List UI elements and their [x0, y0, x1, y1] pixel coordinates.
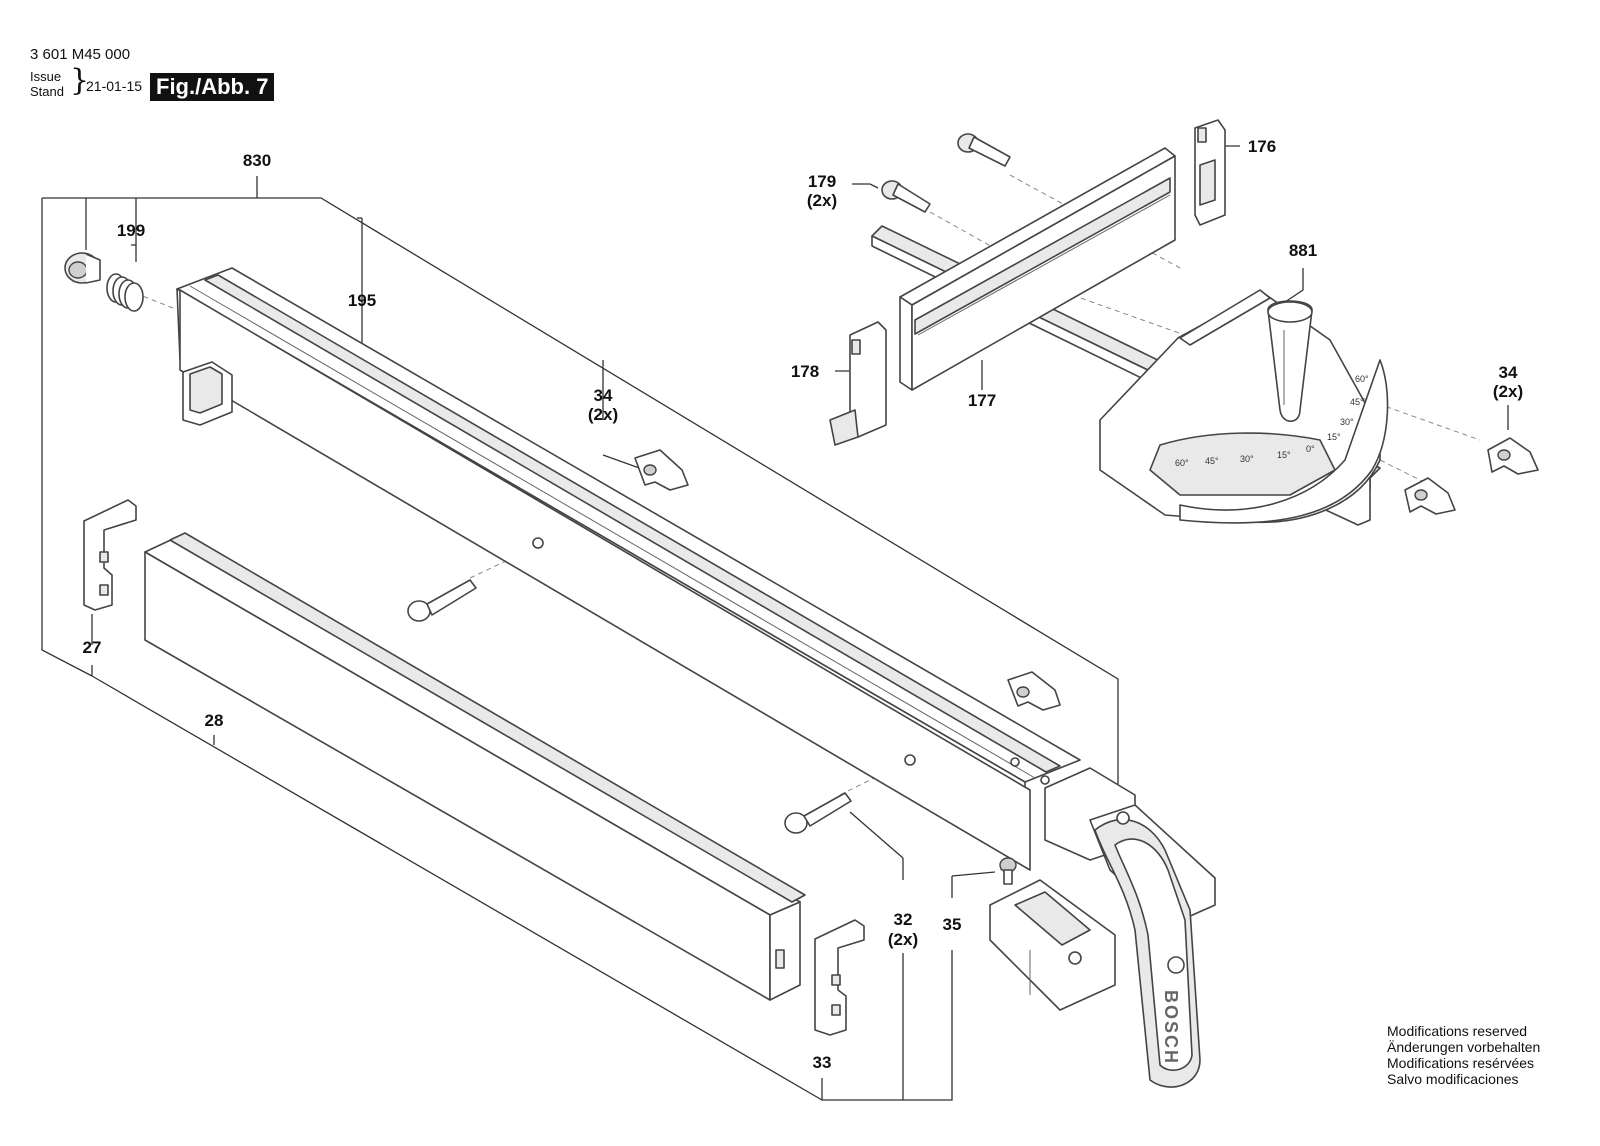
- wing-nut-right-lower-part: [1404, 477, 1456, 515]
- callout-33: 33: [813, 1053, 832, 1072]
- issue-label: Issue: [30, 69, 62, 84]
- carriage-bolt-lower-part: [784, 754, 916, 834]
- screw-35-part: [999, 857, 1017, 885]
- end-cap-part: [64, 252, 101, 284]
- issue-date: 21-01-15: [86, 78, 143, 94]
- callout-179-qty: (2x): [807, 191, 837, 210]
- callout-27: 27: [83, 638, 102, 657]
- callout-34-right: 34: [1499, 363, 1518, 382]
- clip-178-part: [829, 321, 887, 446]
- miter-gauge-body-part: 60° 45° 30° 15° 0° 15° 30° 45° 60°: [1099, 289, 1389, 524]
- svg-text:30°: 30°: [1340, 417, 1354, 427]
- callout-179: 179: [808, 172, 836, 191]
- svg-text:15°: 15°: [1327, 432, 1341, 442]
- protractor-scale: 60° 45° 30° 15° 0° 15° 30° 45° 60°: [1175, 374, 1369, 468]
- fence-rail-part: [176, 267, 1081, 871]
- callout-28: 28: [205, 711, 224, 730]
- modifications-es: Salvo modificaciones: [1387, 1071, 1519, 1087]
- miter-fence-177-part: [899, 147, 1176, 391]
- callout-881: 881: [1289, 241, 1317, 260]
- callout-labels: 830 199 195 34 (2x) 27 28 32 (2x) 35 33 …: [83, 137, 1524, 1072]
- modifications-de: Änderungen vorbehalten: [1387, 1039, 1541, 1055]
- wing-nut-upper-part: [634, 449, 689, 491]
- clamp-bracket-27-part: [83, 499, 137, 611]
- leader-lines-left: [41, 176, 1119, 1101]
- brace-glyph: }: [70, 63, 90, 98]
- bolt-179-part: [881, 180, 931, 213]
- svg-text:60°: 60°: [1175, 458, 1189, 468]
- callout-177: 177: [968, 391, 996, 410]
- brand-mark: BOSCH: [1161, 990, 1181, 1065]
- callout-176: 176: [1248, 137, 1276, 156]
- bolt-179b-part: [957, 133, 1011, 167]
- callout-34-right-qty: (2x): [1493, 382, 1523, 401]
- stand-label: Stand: [30, 84, 64, 99]
- document-number: 3 601 M45 000: [30, 46, 131, 63]
- wing-nut-right-upper-part: [1487, 437, 1539, 475]
- clamp-bracket-33-part: [814, 919, 865, 1036]
- modifications-fr: Modifications resérvées: [1387, 1055, 1535, 1071]
- wing-nut-lower-part: [1007, 671, 1061, 711]
- svg-text:30°: 30°: [1240, 454, 1254, 464]
- fence-lock-handle-part: BOSCH: [989, 767, 1216, 1088]
- svg-text:45°: 45°: [1205, 456, 1219, 466]
- callout-178: 178: [791, 362, 819, 381]
- callout-32-qty: (2x): [888, 930, 918, 949]
- modifications-note: Modifications reserved Änderungen vorbeh…: [1387, 1023, 1540, 1087]
- svg-text:15°: 15°: [1277, 450, 1291, 460]
- clip-176-part: [1194, 119, 1226, 226]
- svg-text:60°: 60°: [1355, 374, 1369, 384]
- fence-face-part: [144, 532, 806, 1001]
- figure-label: Fig./Abb. 7: [150, 73, 275, 101]
- issue-stand-label: Issue Stand: [30, 69, 64, 99]
- svg-text:45°: 45°: [1350, 397, 1364, 407]
- modifications-en: Modifications reserved: [1387, 1023, 1528, 1039]
- callout-34-left-qty: (2x): [588, 405, 618, 424]
- callout-199: 199: [117, 221, 145, 240]
- callout-35: 35: [943, 915, 962, 934]
- callout-195: 195: [348, 291, 376, 310]
- carriage-bolt-upper-part: [407, 537, 544, 622]
- spring-part: [106, 273, 144, 312]
- callout-830: 830: [243, 151, 271, 170]
- callout-34-left: 34: [594, 386, 613, 405]
- callout-32: 32: [894, 910, 913, 929]
- svg-text:0°: 0°: [1306, 444, 1315, 454]
